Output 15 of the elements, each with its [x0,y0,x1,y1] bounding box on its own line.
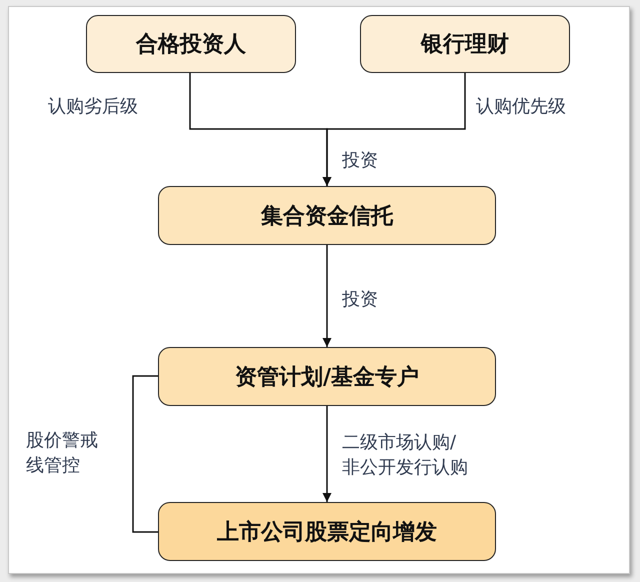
edge-label: 认购优先级 [476,95,567,119]
arrow [322,406,332,502]
arrow [322,245,332,347]
process-box: 集合资金信托 [158,186,496,245]
connector-line [132,375,158,533]
edge-label: 投资 [342,288,379,312]
flow-label: 投资 [342,149,379,173]
edge-label: 二级市场认购/非公开发行认购 [342,431,469,480]
arrow [322,73,466,186]
edge-label: 股价警戒线管控 [26,429,99,478]
process-box: 上市公司股票定向增发 [158,502,496,561]
process-box: 银行理财 [360,15,570,73]
edge-label: 认购劣后级 [48,95,139,119]
process-box: 资管计划/基金专户 [158,347,496,406]
process-box: 合格投资人 [86,15,296,73]
